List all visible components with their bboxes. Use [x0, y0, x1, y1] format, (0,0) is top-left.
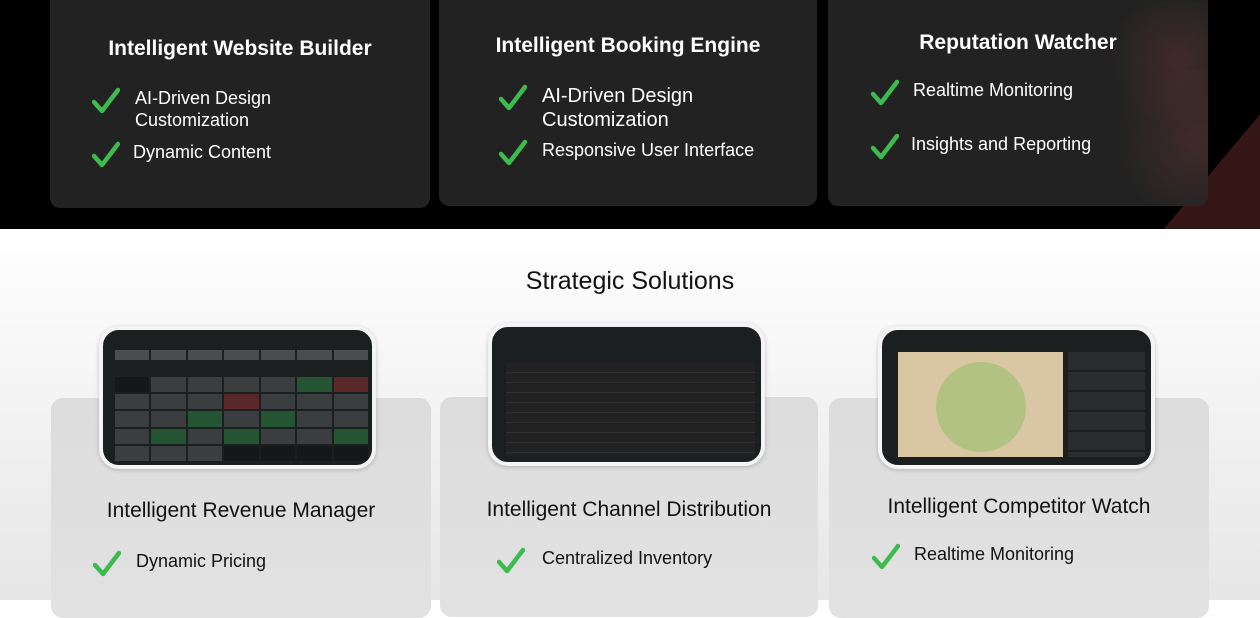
- calendar-cell: [260, 350, 296, 360]
- feature-label: Dynamic Content: [133, 142, 272, 162]
- revenue-calendar-screenshot: [99, 326, 376, 469]
- calendar-cell: [297, 377, 332, 393]
- feature-item: Dynamic Content: [92, 141, 271, 169]
- map-image: [898, 352, 1063, 457]
- calendar-cell: [187, 377, 223, 393]
- check-icon: [93, 550, 121, 578]
- calendar-cell: [115, 411, 150, 427]
- feature-label: AI-Driven Design Customization: [135, 88, 272, 130]
- features-dark-section: Intelligent Website Builder AI-Driven De…: [0, 0, 1260, 229]
- competitor-map-screenshot: [878, 326, 1155, 469]
- calendar-cell: [115, 394, 150, 410]
- calendar-cell: [297, 394, 332, 410]
- calendar-cell: [224, 411, 259, 427]
- feature-item: Responsive User Interface: [499, 139, 754, 167]
- calendar-cell: [224, 394, 259, 410]
- calendar-cell: [224, 350, 259, 360]
- card-title: Reputation Watcher: [919, 31, 1117, 54]
- feature-label: Insights and Reporting: [911, 134, 1092, 154]
- feature-label: Dynamic Pricing: [136, 551, 267, 571]
- calendar-cell: [333, 350, 368, 360]
- check-icon: [499, 139, 527, 167]
- calendar-cell: [333, 394, 368, 410]
- calendar-cell: [151, 411, 186, 427]
- calendar-cell: [297, 428, 332, 444]
- card-booking-engine: Intelligent Booking Engine AI-Driven Des…: [439, 0, 817, 206]
- calendar-cell: [333, 445, 368, 461]
- calendar-cell: [260, 428, 296, 444]
- calendar-cell: [151, 377, 186, 393]
- calendar-cell: [151, 394, 186, 410]
- calendar-cell: [115, 445, 150, 461]
- calendar-cell: [260, 445, 296, 461]
- feature-item: AI-Driven Design Customization: [92, 87, 305, 131]
- feature-item: AI-Driven Design Customization: [499, 84, 712, 132]
- strategic-solutions-section: Strategic Solutions Intelligent Revenue …: [0, 229, 1260, 618]
- feature-label: AI-Driven Design Customization: [542, 85, 694, 131]
- card-title: Intelligent Channel Distribution: [486, 498, 772, 521]
- feature-label: Centralized Inventory: [542, 548, 713, 568]
- check-icon: [92, 141, 120, 169]
- card-title: Intelligent Website Builder: [108, 37, 372, 60]
- card-reputation-watcher: Reputation Watcher Realtime Monitoring I…: [828, 0, 1208, 206]
- calendar-cell: [151, 445, 186, 461]
- calendar-cell: [187, 445, 223, 461]
- calendar-cell: [151, 428, 186, 444]
- check-icon: [499, 84, 527, 112]
- check-icon: [871, 79, 899, 107]
- feature-label: Realtime Monitoring: [914, 544, 1075, 564]
- card-title: Intelligent Competitor Watch: [887, 495, 1151, 518]
- feature-item: Realtime Monitoring: [871, 79, 1073, 107]
- check-icon: [872, 543, 900, 571]
- check-icon: [92, 87, 120, 115]
- card-title: Intelligent Revenue Manager: [106, 499, 376, 522]
- card-website-builder: Intelligent Website Builder AI-Driven De…: [50, 0, 430, 208]
- calendar-cell: [224, 445, 259, 461]
- calendar-cell: [187, 428, 223, 444]
- check-icon: [497, 547, 525, 575]
- check-icon: [871, 133, 899, 161]
- section-title: Strategic Solutions: [525, 267, 735, 295]
- card-title: Intelligent Booking Engine: [495, 34, 761, 57]
- calendar-cell: [260, 394, 296, 410]
- calendar-cell: [224, 428, 259, 444]
- calendar-cell: [224, 377, 259, 393]
- calendar-cell: [333, 428, 368, 444]
- calendar-cell: [187, 350, 223, 360]
- feature-item: Dynamic Pricing: [93, 550, 266, 578]
- calendar-cell: [151, 350, 186, 360]
- calendar-cell: [333, 411, 368, 427]
- calendar-cell: [297, 445, 332, 461]
- calendar-cell: [187, 411, 223, 427]
- calendar-cell: [115, 377, 150, 393]
- feature-item: Realtime Monitoring: [872, 543, 1074, 571]
- calendar-cell: [297, 411, 332, 427]
- calendar-cell: [115, 350, 150, 360]
- feature-label: Responsive User Interface: [542, 140, 755, 160]
- calendar-cell: [187, 394, 223, 410]
- channel-table-screenshot: [488, 323, 765, 466]
- feature-item: Insights and Reporting: [871, 133, 1091, 161]
- feature-item: Centralized Inventory: [497, 547, 712, 575]
- calendar-cell: [333, 377, 368, 393]
- feature-label: Realtime Monitoring: [913, 80, 1074, 100]
- calendar-cell: [297, 350, 332, 360]
- calendar-cell: [115, 428, 150, 444]
- calendar-cell: [260, 411, 296, 427]
- calendar-cell: [260, 377, 296, 393]
